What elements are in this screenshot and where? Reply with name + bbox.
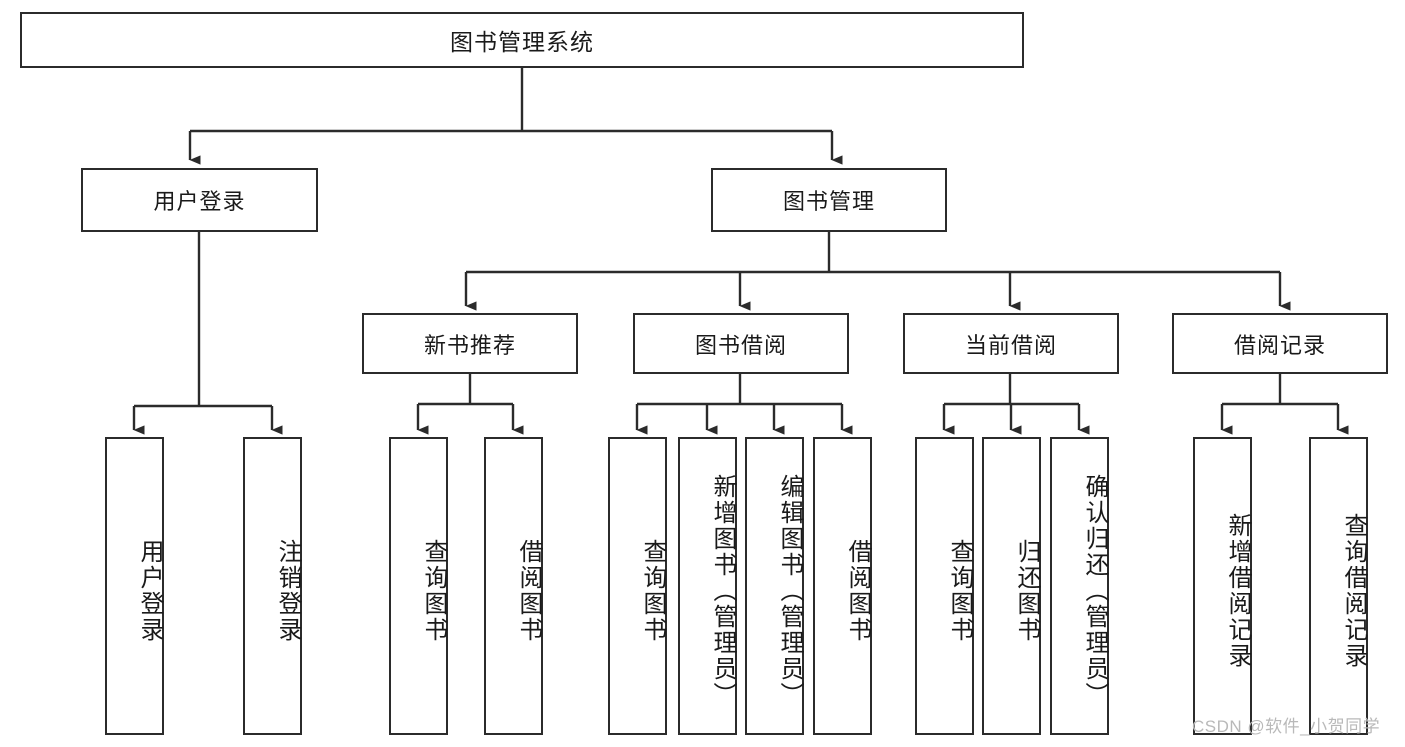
node-label: 新书推荐 [423,332,516,358]
node-label: 借阅图书 [844,539,871,643]
node-label: 当前借阅 [964,332,1057,358]
node-label: 查询借阅记录 [1340,513,1367,669]
leaf-current-borrow-confirm-return[interactable]: 确认归还（管理员） [1050,437,1109,735]
node-label: 确认归还（管理员） [1081,474,1108,708]
node-current-borrow[interactable]: 当前借阅 [903,313,1119,374]
leaf-user-login-logout[interactable]: 注销登录 [243,437,302,735]
node-label: 借阅记录 [1233,332,1326,358]
node-new-book-recommend[interactable]: 新书推荐 [362,313,578,374]
leaf-book-borrow-borrow[interactable]: 借阅图书 [813,437,872,735]
node-label: 归还图书 [1013,539,1040,643]
watermark: CSDN @软件_小贺同学 [1192,717,1381,736]
node-label: 图书管理系统 [450,29,594,55]
node-label: 新增图书（管理员） [709,474,736,708]
leaf-book-borrow-edit[interactable]: 编辑图书（管理员） [745,437,804,735]
node-label: 借阅图书 [515,539,542,643]
leaf-new-book-query[interactable]: 查询图书 [389,437,448,735]
node-label: 查询图书 [946,539,973,643]
leaf-borrow-record-add[interactable]: 新增借阅记录 [1193,437,1252,735]
leaf-new-book-borrow[interactable]: 借阅图书 [484,437,543,735]
node-user-login[interactable]: 用户登录 [81,168,318,232]
node-label: 查询图书 [420,539,447,643]
leaf-user-login-login[interactable]: 用户登录 [105,437,164,735]
node-label: 新增借阅记录 [1224,513,1251,669]
leaf-current-borrow-query[interactable]: 查询图书 [915,437,974,735]
node-label: 查询图书 [639,539,666,643]
node-book-borrow[interactable]: 图书借阅 [633,313,849,374]
node-label: 用户登录 [153,189,246,214]
leaf-book-borrow-add[interactable]: 新增图书（管理员） [678,437,737,735]
node-label: 用户登录 [136,539,163,643]
node-borrow-record[interactable]: 借阅记录 [1172,313,1388,374]
leaf-current-borrow-return[interactable]: 归还图书 [982,437,1041,735]
node-label: 注销登录 [274,539,301,643]
leaf-borrow-record-query[interactable]: 查询借阅记录 [1309,437,1368,735]
leaf-book-borrow-query[interactable]: 查询图书 [608,437,667,735]
node-label: 图书管理 [782,189,875,214]
node-book-management[interactable]: 图书管理 [711,168,947,232]
node-root-book-management-system[interactable]: 图书管理系统 [20,12,1024,68]
node-label: 编辑图书（管理员） [776,474,803,708]
node-label: 图书借阅 [694,332,787,358]
